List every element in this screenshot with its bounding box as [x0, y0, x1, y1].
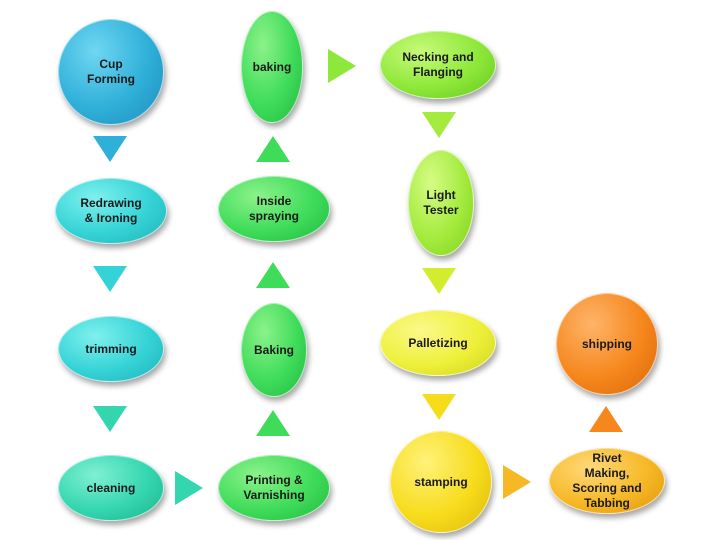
- node-stamping-label: stamping: [414, 474, 468, 489]
- node-cleaning-label: cleaning: [86, 480, 136, 495]
- node-stamping: stamping: [390, 431, 492, 533]
- arrow-down-icon: [422, 112, 456, 138]
- node-printing-varnishing: Printing & Varnishing: [218, 455, 330, 521]
- node-necking-flanging-label: Necking and Flanging: [402, 50, 474, 79]
- arrow-down-icon: [422, 268, 456, 294]
- node-shipping-label: shipping: [582, 336, 632, 351]
- node-baking-top: baking: [241, 11, 303, 123]
- arrow-up-icon: [589, 406, 623, 432]
- arrow-down-icon: [422, 394, 456, 420]
- node-baking-lower-label: Baking: [253, 342, 294, 357]
- node-trimming-label: trimming: [85, 341, 137, 356]
- node-baking-lower: Baking: [241, 303, 307, 397]
- node-baking-top-label: baking: [252, 59, 292, 74]
- arrow-right-icon: [175, 471, 203, 505]
- arrow-right-icon: [328, 49, 356, 83]
- node-cup-forming: Cup Forming: [58, 19, 164, 125]
- node-cup-forming-label: Cup Forming: [87, 57, 135, 86]
- node-inside-spraying-label: Inside spraying: [248, 194, 299, 223]
- node-printing-varnishing-label: Printing & Varnishing: [243, 473, 305, 502]
- arrow-right-icon: [503, 465, 531, 499]
- arrow-up-icon: [256, 262, 290, 288]
- node-rivet-making-label: Rivet Making, Scoring and Tabbing: [572, 451, 642, 510]
- arrow-up-icon: [256, 410, 290, 436]
- node-cleaning: cleaning: [58, 455, 164, 521]
- node-redrawing-ironing-label: Redrawing & Ironing: [80, 196, 142, 225]
- node-rivet-making: Rivet Making, Scoring and Tabbing: [549, 448, 665, 514]
- node-light-tester: Light Tester: [408, 150, 474, 256]
- node-palletizing-label: Palletizing: [408, 335, 468, 350]
- arrow-down-icon: [93, 406, 127, 432]
- node-palletizing: Palletizing: [380, 310, 496, 376]
- arrow-down-icon: [93, 266, 127, 292]
- node-light-tester-label: Light Tester: [423, 188, 459, 217]
- node-shipping: shipping: [556, 293, 658, 395]
- arrow-up-icon: [256, 136, 290, 162]
- node-trimming: trimming: [58, 316, 164, 382]
- node-necking-flanging: Necking and Flanging: [380, 31, 496, 99]
- node-redrawing-ironing: Redrawing & Ironing: [55, 178, 167, 244]
- node-inside-spraying: Inside spraying: [218, 176, 330, 242]
- arrow-down-icon: [93, 136, 127, 162]
